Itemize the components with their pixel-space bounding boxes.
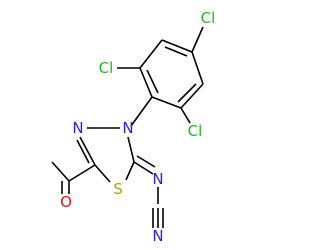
- bond: [133, 161, 154, 175]
- nitrogen-label: N: [152, 227, 163, 245]
- sulfur-label: S: [113, 180, 123, 198]
- bond: [51, 161, 70, 182]
- chlorine-label: Cl: [99, 59, 114, 77]
- nitrogen-label: N: [72, 119, 83, 137]
- bond: [127, 136, 135, 163]
- nitrogen-label: N: [152, 170, 163, 188]
- bond: [146, 69, 159, 94]
- bond: [180, 107, 191, 124]
- bond: [151, 96, 182, 109]
- bond: [177, 83, 197, 103]
- bond: [191, 26, 204, 53]
- oxygen-label: O: [60, 193, 72, 211]
- bond: [130, 96, 153, 127]
- bond: [125, 161, 135, 181]
- bond: [161, 39, 193, 53]
- bond: [139, 39, 163, 69]
- bond: [136, 155, 156, 168]
- bonds: [51, 26, 204, 228]
- bond: [180, 83, 204, 109]
- bond: [76, 139, 90, 164]
- bond: [68, 164, 96, 182]
- nitrogen-label: N: [122, 119, 133, 137]
- bond: [191, 51, 204, 85]
- chlorine-label: Cl: [188, 122, 203, 140]
- atom-labels: Cl Cl Cl N N O S N N: [60, 9, 215, 245]
- molecule-diagram: Cl Cl Cl N N O S N N: [51, 9, 215, 245]
- bond: [79, 136, 96, 166]
- bond: [139, 67, 153, 98]
- chlorine-label: Cl: [201, 9, 216, 27]
- bond: [164, 46, 188, 57]
- bond: [94, 164, 111, 183]
